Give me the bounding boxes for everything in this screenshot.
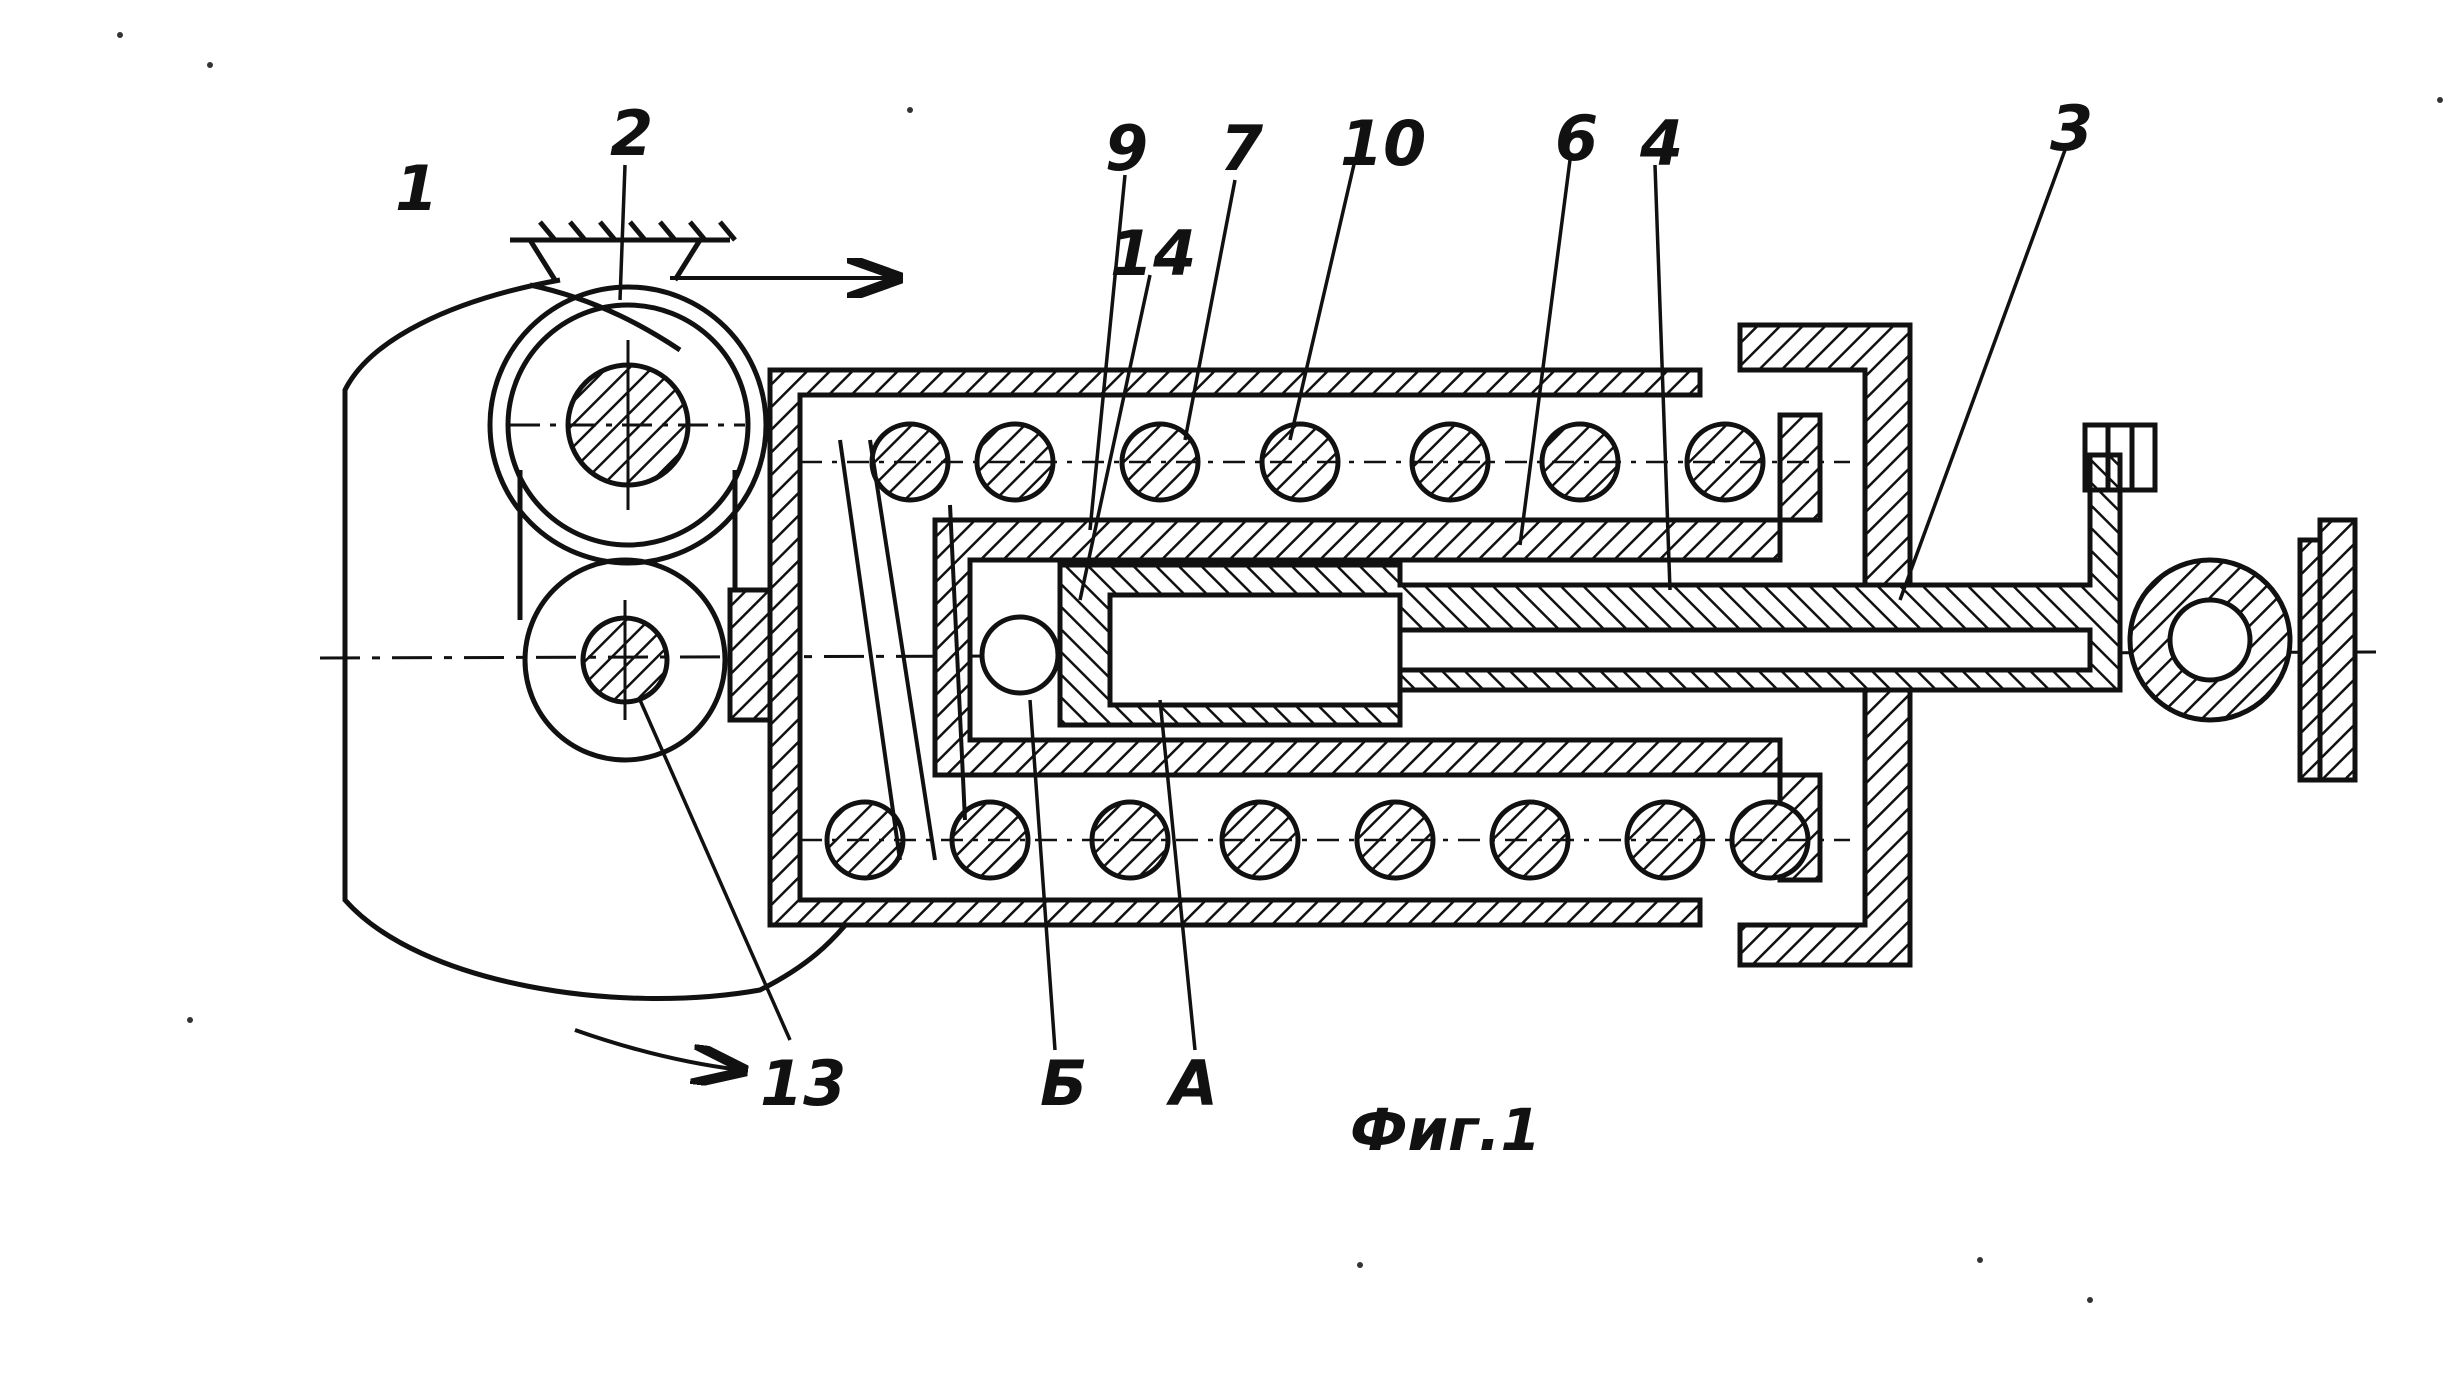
label-7: 7 bbox=[1220, 112, 1264, 185]
inner-sleeve bbox=[932, 412, 1823, 883]
spring-links bbox=[800, 439, 1850, 861]
label-3: 3 bbox=[2050, 92, 2093, 165]
housing bbox=[727, 322, 1913, 968]
label-b: Б bbox=[1040, 1047, 1087, 1120]
upper-roller bbox=[487, 284, 769, 566]
label-1: 1 bbox=[395, 152, 438, 225]
pivot-13 bbox=[580, 600, 670, 720]
rod-eye bbox=[2127, 517, 2358, 783]
scan-noise bbox=[117, 32, 2443, 1303]
fixed-support bbox=[510, 220, 737, 282]
motion-arrow-bottom bbox=[574, 1028, 740, 1070]
label-10: 10 bbox=[1340, 107, 1426, 180]
plunger-rod bbox=[1057, 452, 2123, 728]
link-plate bbox=[517, 470, 760, 763]
label-4: 4 bbox=[1639, 107, 1683, 180]
check-ball bbox=[979, 614, 1061, 696]
label-2: 2 bbox=[610, 97, 653, 170]
label-6: 6 bbox=[1555, 102, 1598, 175]
label-13: 13 bbox=[760, 1047, 846, 1120]
lever-body bbox=[342, 277, 852, 1002]
figure-caption: Фиг.1 bbox=[1350, 1096, 1541, 1164]
spring-bottom bbox=[824, 799, 1811, 881]
leader-lines bbox=[618, 149, 2067, 1051]
label-9: 9 bbox=[1105, 112, 1148, 185]
label-a: А bbox=[1165, 1047, 1218, 1120]
label-14: 14 bbox=[1110, 217, 1196, 290]
fitting bbox=[2082, 422, 2158, 493]
